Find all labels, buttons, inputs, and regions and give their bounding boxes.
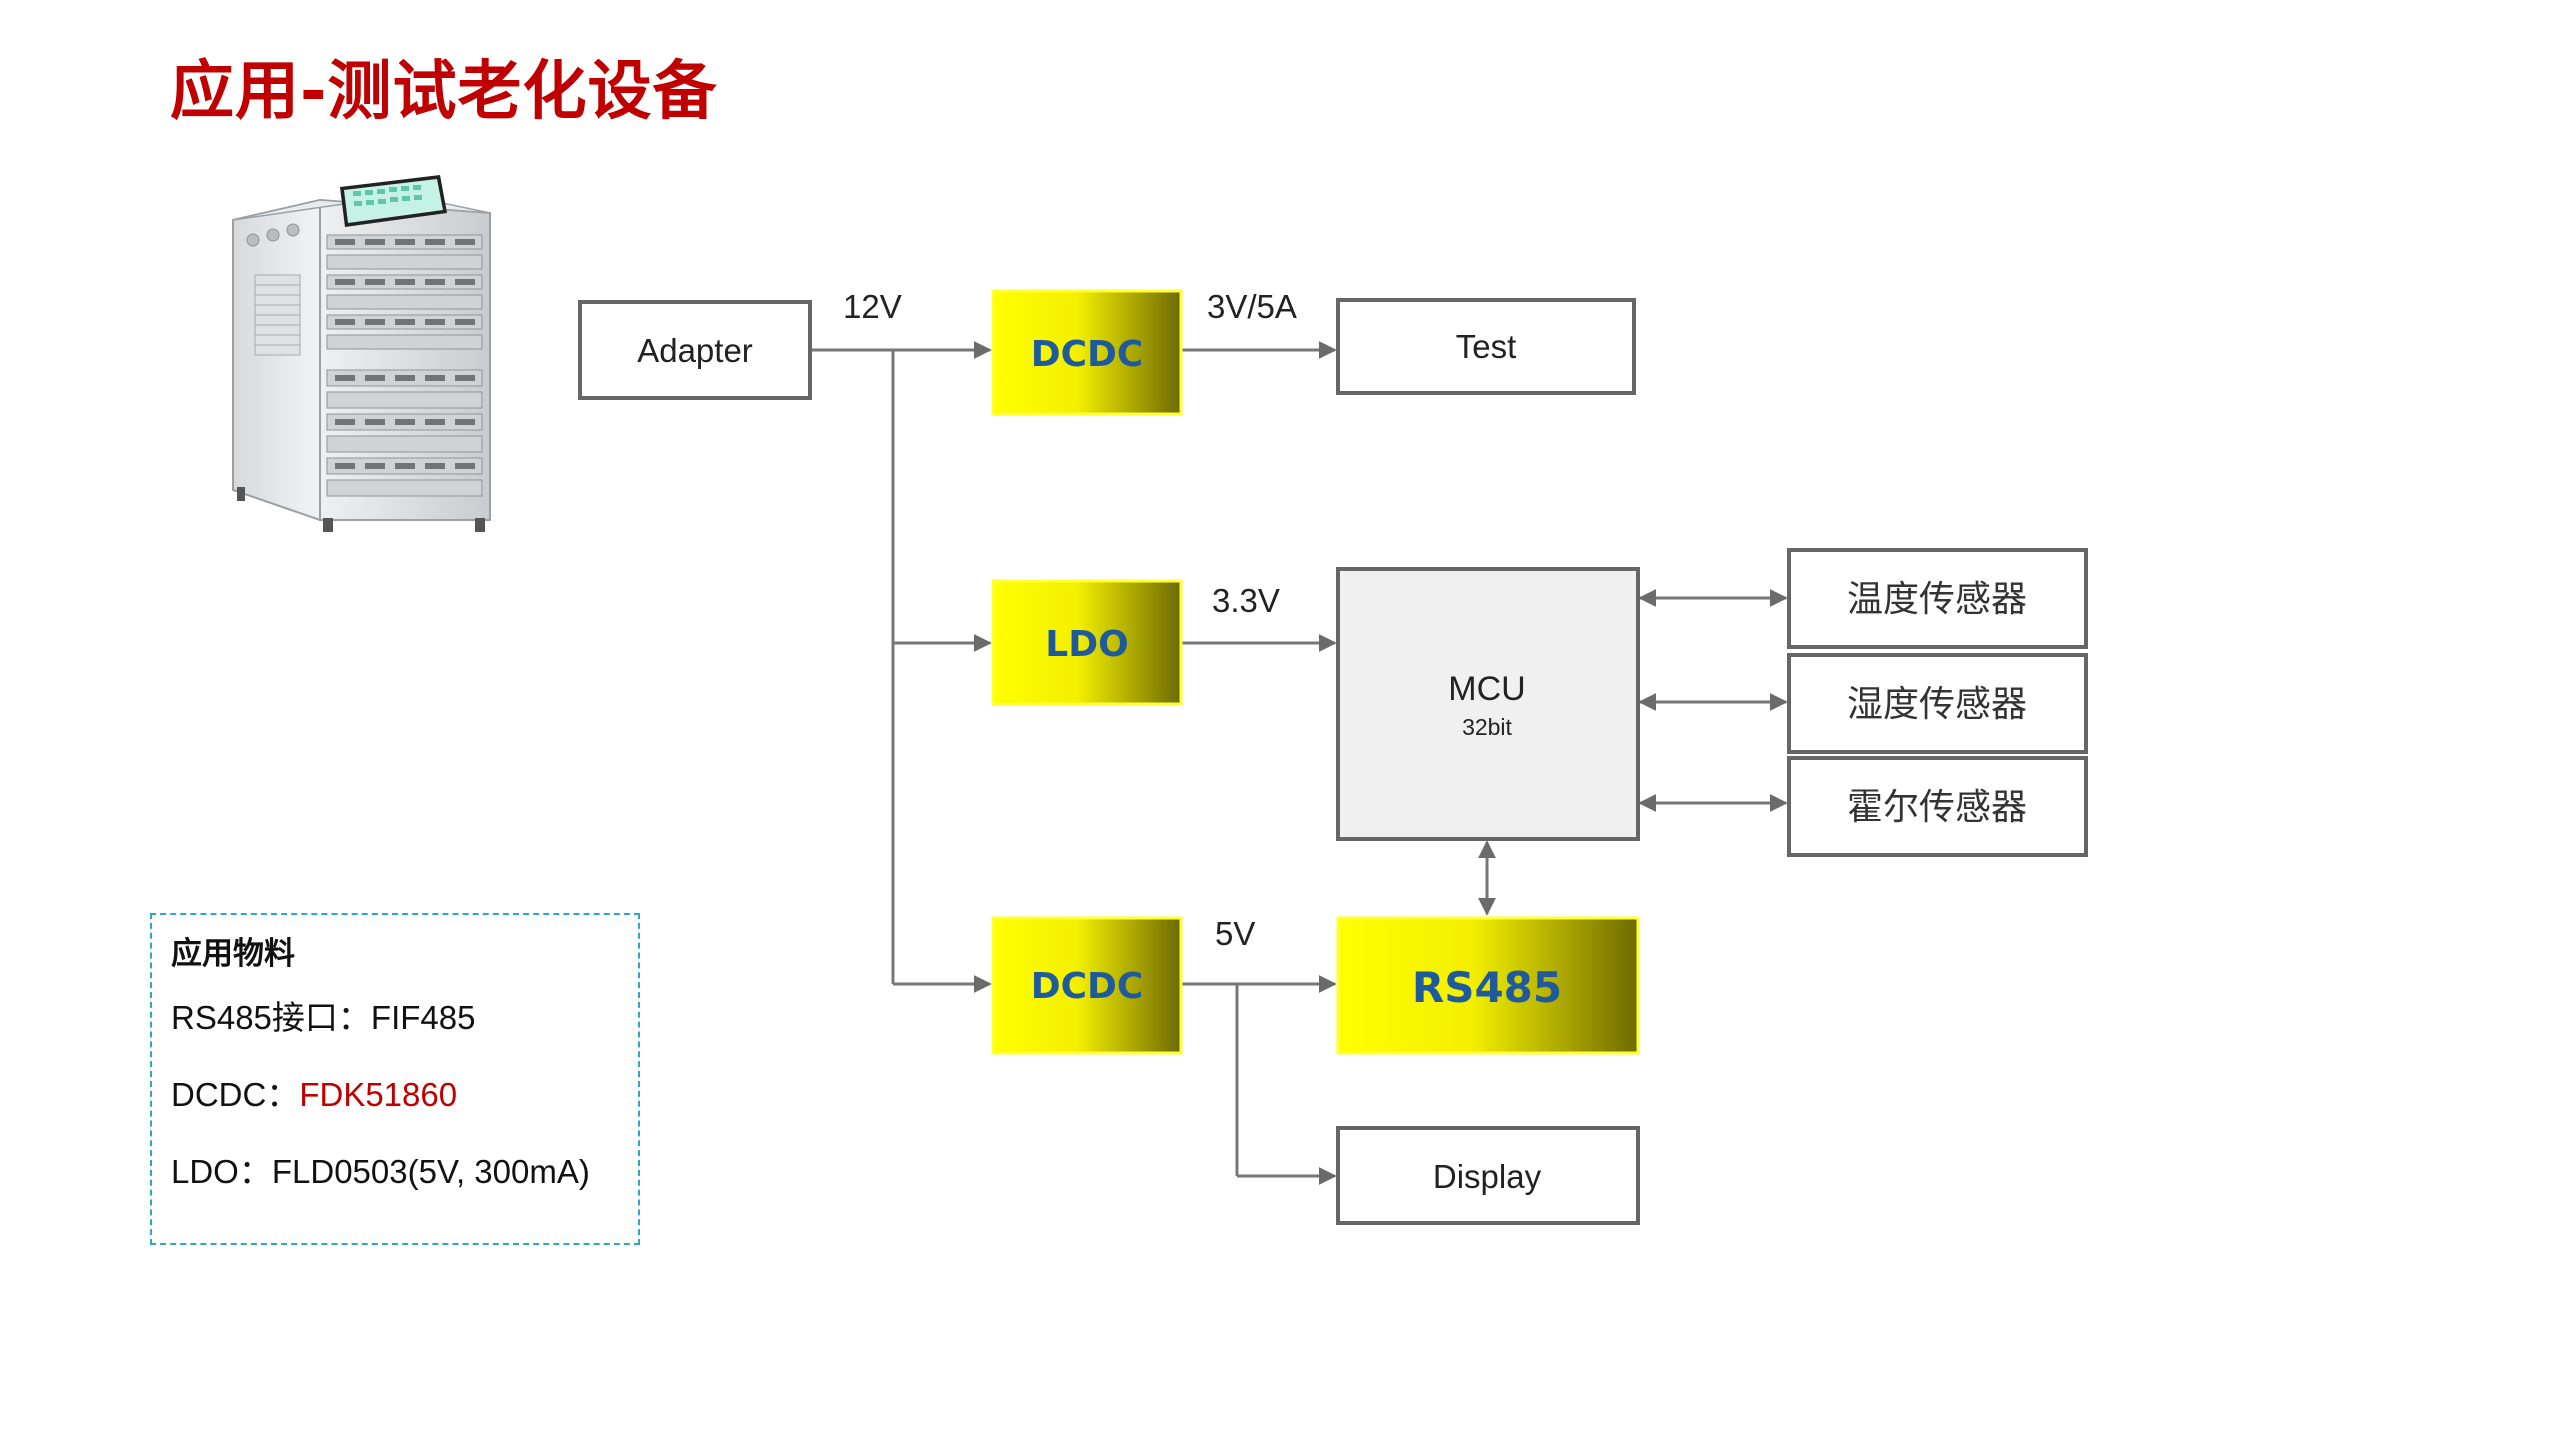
- materials-rs485-label: RS485接口：: [171, 999, 371, 1036]
- materials-dcdc-row: DCDC：FDK51860: [171, 1056, 638, 1133]
- dcdc-top-label: DCDC: [1031, 334, 1144, 375]
- dcdc-bottom-box: [991, 916, 1183, 1055]
- temperature-sensor-box: [1787, 548, 2088, 649]
- label-3v-5a: 3V/5A: [1207, 288, 1297, 325]
- label-5v: 5V: [1215, 915, 1255, 952]
- connectors: [808, 341, 1788, 1185]
- label-12v: 12V: [843, 288, 902, 325]
- test-label: Test: [1456, 328, 1517, 365]
- display-label: Display: [1433, 1158, 1542, 1195]
- materials-title: 应用物料: [171, 936, 295, 972]
- hall-sensor-box: [1787, 756, 2088, 857]
- materials-rs485-value: FIF485: [370, 999, 476, 1036]
- materials-ldo-label: LDO：: [171, 1153, 272, 1190]
- temperature-sensor-label: 温度传感器: [1847, 579, 2027, 620]
- dcdc-top-box: [991, 289, 1183, 416]
- test-box: [1336, 298, 1636, 395]
- materials-ldo-value: FLD0503(5V, 300mA): [271, 1153, 590, 1190]
- materials-rs485-row: RS485接口：FIF485: [171, 979, 638, 1056]
- burn-in-test-cabinet-image: [232, 175, 491, 532]
- mcu-subtitle: 32bit: [1462, 714, 1512, 740]
- materials-dcdc-label: DCDC：: [171, 1076, 300, 1113]
- page-title: 应用-测试老化设备: [170, 55, 718, 129]
- ldo-label: LDO: [1045, 624, 1128, 665]
- rs485-box: [1336, 916, 1640, 1055]
- materials-dcdc-value: FDK51860: [299, 1076, 458, 1113]
- humidity-sensor-label: 湿度传感器: [1847, 684, 2027, 725]
- adapter-label: Adapter: [637, 332, 753, 369]
- mcu-title: MCU: [1448, 670, 1525, 708]
- humidity-sensor-box: [1787, 653, 2088, 754]
- hall-sensor-label: 霍尔传感器: [1847, 787, 2027, 828]
- application-materials-panel: 应用物料 RS485接口：FIF485 DCDC：FDK51860 LDO：FL…: [150, 913, 640, 1245]
- dcdc-bottom-label: DCDC: [1031, 966, 1144, 1007]
- label-3v3: 3.3V: [1212, 582, 1280, 619]
- ldo-box: [991, 579, 1183, 706]
- adapter-box: [578, 300, 812, 400]
- materials-ldo-row: LDO：FLD0503(5V, 300mA): [171, 1133, 638, 1210]
- rs485-label: RS485: [1412, 963, 1562, 1012]
- mcu-box: [1336, 567, 1640, 841]
- display-box: [1336, 1126, 1640, 1225]
